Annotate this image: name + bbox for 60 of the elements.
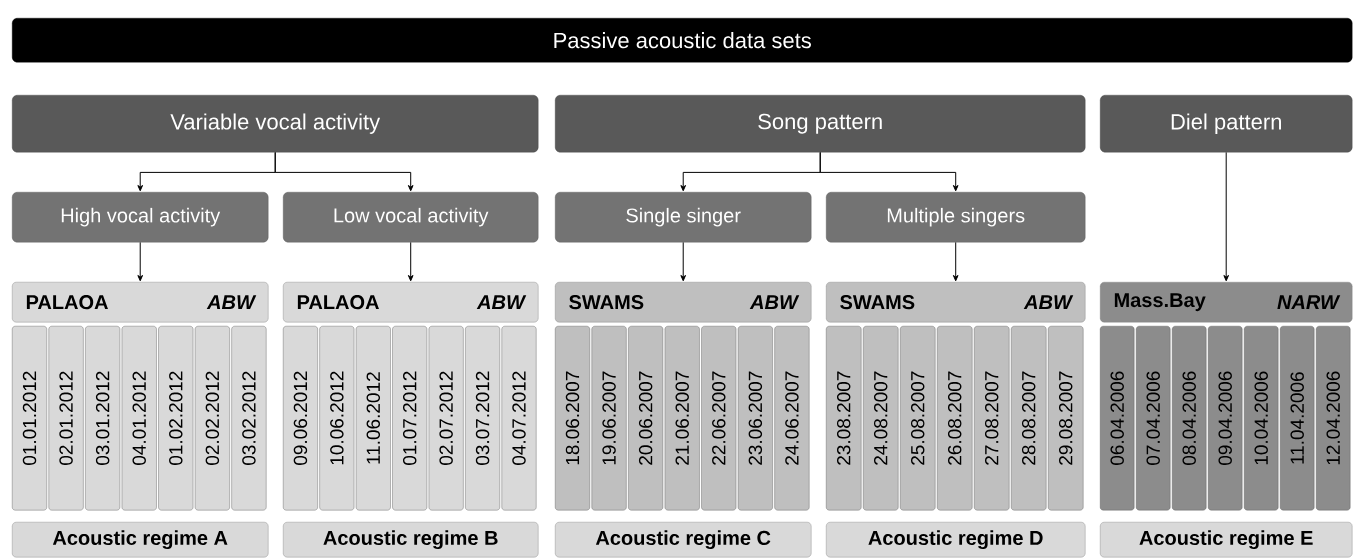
- date-box: 18.06.2007: [555, 326, 590, 511]
- dataset-header: PALAOA ABW: [12, 282, 269, 323]
- subcategory-box: Multiple singers: [826, 192, 1086, 243]
- category-box: Song pattern: [555, 95, 1086, 153]
- date-box: 02.07.2012: [428, 326, 464, 511]
- date-box: 01.02.2012: [158, 326, 194, 511]
- date-box: 24.06.2007: [774, 326, 810, 511]
- regime-box: Acoustic regime B: [283, 522, 539, 558]
- arrow: [680, 241, 687, 282]
- arrow: [407, 241, 414, 282]
- date-box: 29.08.2007: [1048, 326, 1084, 511]
- arrow: [819, 151, 959, 192]
- regime-box: Acoustic regime D: [826, 522, 1086, 558]
- arrow: [1223, 151, 1230, 282]
- date-box: 21.06.2007: [664, 326, 700, 511]
- date-box: 03.01.2012: [85, 326, 121, 511]
- arrow: [274, 151, 414, 192]
- date-box: 09.04.2006: [1208, 326, 1243, 511]
- date-box: 26.08.2007: [937, 326, 973, 511]
- category-box: Diel pattern: [1100, 95, 1353, 153]
- date-box: 23.08.2007: [826, 326, 862, 511]
- subcategory-box: Single singer: [555, 192, 812, 243]
- date-box: 02.02.2012: [194, 326, 230, 511]
- date-box: 07.04.2006: [1136, 326, 1171, 511]
- dataset-header: SWAMS ABW: [555, 282, 812, 323]
- date-box: 04.01.2012: [121, 326, 157, 511]
- arrow: [137, 241, 144, 282]
- date-box: 11.04.2006: [1280, 326, 1315, 511]
- dataset-header: PALAOA ABW: [283, 282, 539, 323]
- category-box: Variable vocal activity: [12, 95, 539, 153]
- date-box: 09.06.2012: [283, 326, 318, 511]
- date-box: 01.01.2012: [12, 326, 47, 511]
- dataset-header: Mass.Bay NARW: [1100, 282, 1353, 323]
- date-box: 04.07.2012: [501, 326, 537, 511]
- date-box: 08.04.2006: [1172, 326, 1207, 511]
- date-box: 10.04.2006: [1244, 326, 1279, 511]
- date-box: 11.06.2012: [355, 326, 391, 511]
- date-box: 20.06.2007: [628, 326, 664, 511]
- title-bar: Passive acoustic data sets: [12, 18, 1353, 63]
- date-box: 24.08.2007: [863, 326, 899, 511]
- regime-box: Acoustic regime C: [555, 522, 812, 558]
- date-box: 27.08.2007: [974, 326, 1010, 511]
- date-box: 01.07.2012: [392, 326, 428, 511]
- date-box: 12.04.2006: [1316, 326, 1351, 511]
- date-box: 03.07.2012: [465, 326, 500, 511]
- date-box: 06.04.2006: [1100, 326, 1135, 511]
- regime-box: Acoustic regime E: [1100, 522, 1353, 558]
- date-box: 28.08.2007: [1011, 326, 1047, 511]
- subcategory-box: Low vocal activity: [283, 192, 539, 243]
- date-box: 02.01.2012: [48, 326, 84, 511]
- subcategory-box: High vocal activity: [12, 192, 269, 243]
- date-box: 10.06.2012: [319, 326, 355, 511]
- date-box: 25.08.2007: [900, 326, 936, 511]
- dataset-header: SWAMS ABW: [826, 282, 1086, 323]
- regime-box: Acoustic regime A: [12, 522, 269, 558]
- date-box: 22.06.2007: [701, 326, 737, 511]
- arrow: [952, 241, 959, 282]
- date-box: 23.06.2007: [737, 326, 773, 511]
- date-box: 19.06.2007: [591, 326, 627, 511]
- date-box: 03.02.2012: [231, 326, 267, 511]
